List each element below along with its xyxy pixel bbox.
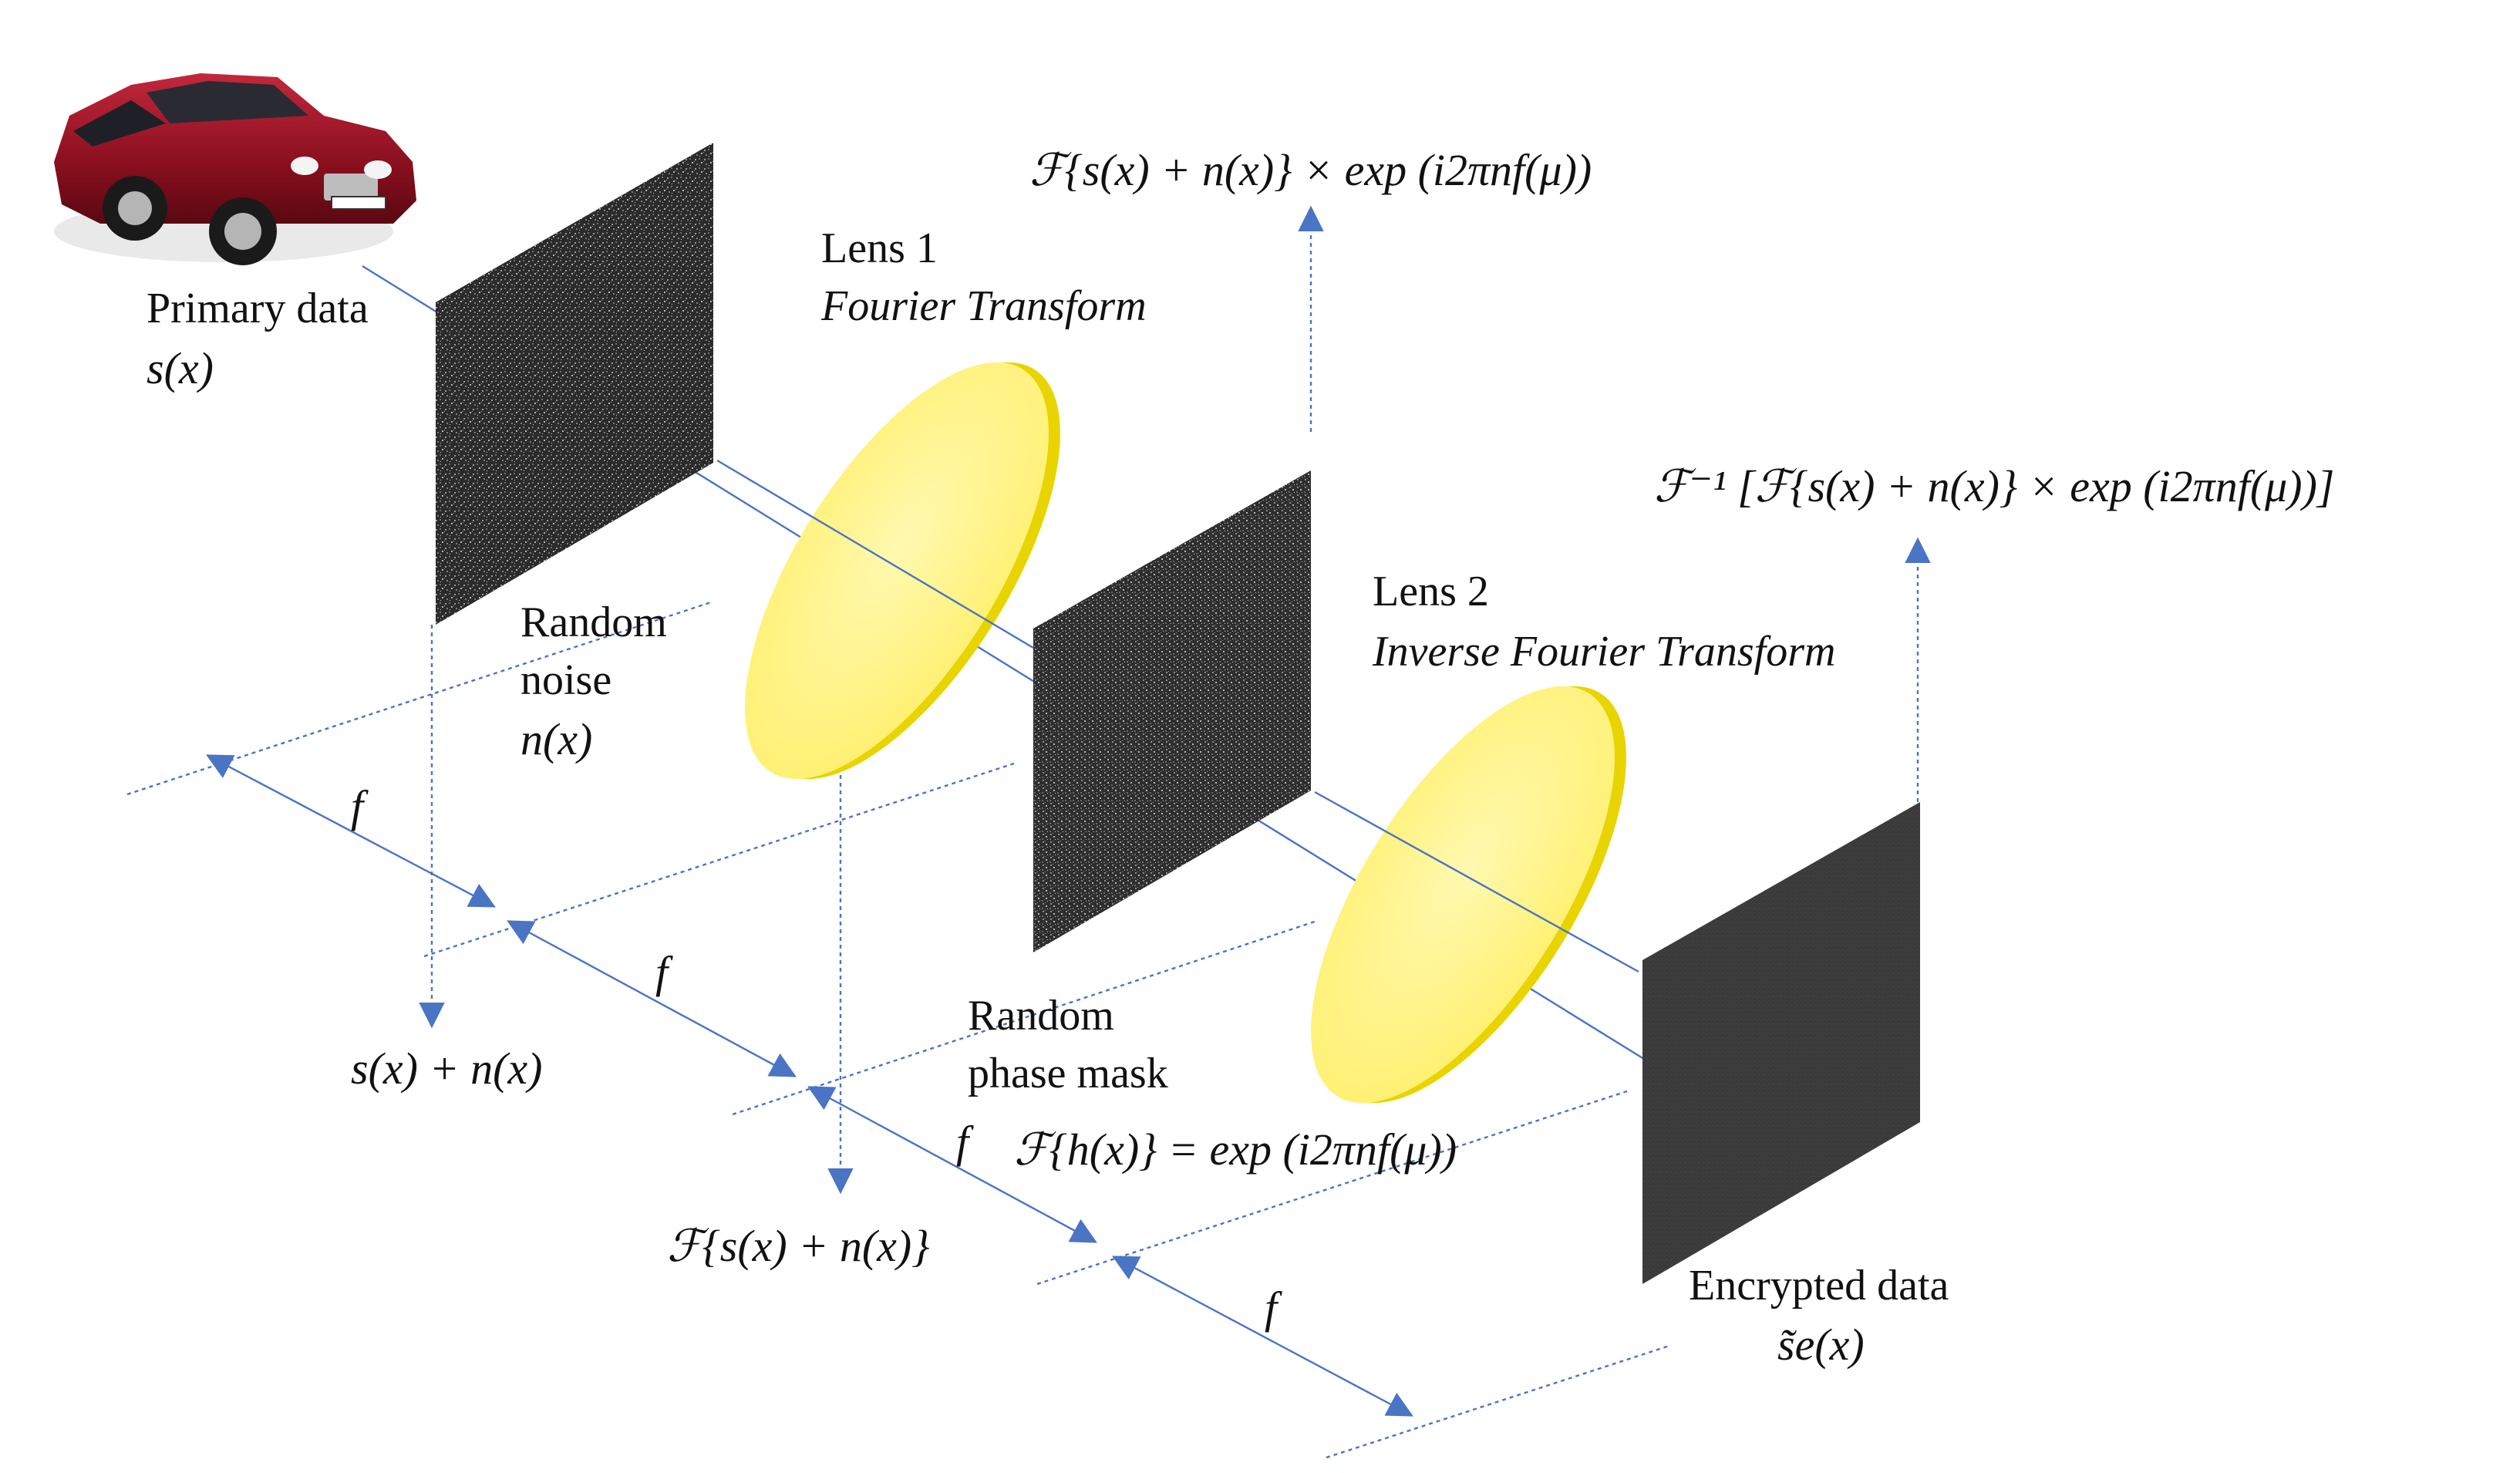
axis-through-lens-2 [1314,790,1639,973]
phase-mask-panel [1033,470,1311,952]
encrypted-data-panel [1642,802,1920,1284]
lens-2-caption: Inverse Fourier Transform [1372,628,1835,676]
lens-1 [745,362,1060,780]
phase-mask-label-2: phase mask [968,1050,1168,1097]
encrypted-data-label: Encrypted data [1689,1262,1949,1310]
primary-data-label: Primary data [147,285,369,332]
encrypted-data-symbol: s̃e(x) [1777,1320,1865,1370]
lens-1-label: Lens 1 [821,224,938,272]
distance-label-2: f [655,947,673,997]
equation-inverse-fourier: ℱ⁻¹ [ℱ{s(x) + n(x)} × exp (i2πnf(μ))] [1654,461,2334,511]
random-noise-symbol: n(x) [521,714,592,764]
car-image [54,73,416,265]
equation-phase-mask: ℱ{h(x)} = exp (i2πnf(μ)) [1014,1124,1457,1175]
equation-fourier-of-sum: ℱ{s(x) + n(x)} [667,1221,929,1271]
phase-mask-label-1: Random [968,992,1114,1040]
distance-arrows [206,754,1413,1417]
lens-1-caption: Fourier Transform [820,282,1147,330]
primary-data-panel [436,143,713,625]
random-noise-label-1: Random [521,598,667,646]
distance-label-4: f [1265,1283,1282,1333]
distance-label-1: f [351,781,369,831]
random-noise-label-2: noise [521,656,611,704]
lens-2 [1311,686,1626,1104]
distance-label-3: f [956,1117,974,1167]
lens-2-label: Lens 2 [1373,568,1489,615]
equation-signal-plus-noise: s(x) + n(x) [351,1043,542,1094]
equation-fourier-times-phase: ℱ{s(x) + n(x)} × exp (i2πnf(μ)) [1029,145,1592,195]
primary-data-symbol: s(x) [147,343,214,393]
axis-through-lens-1 [716,459,1034,649]
